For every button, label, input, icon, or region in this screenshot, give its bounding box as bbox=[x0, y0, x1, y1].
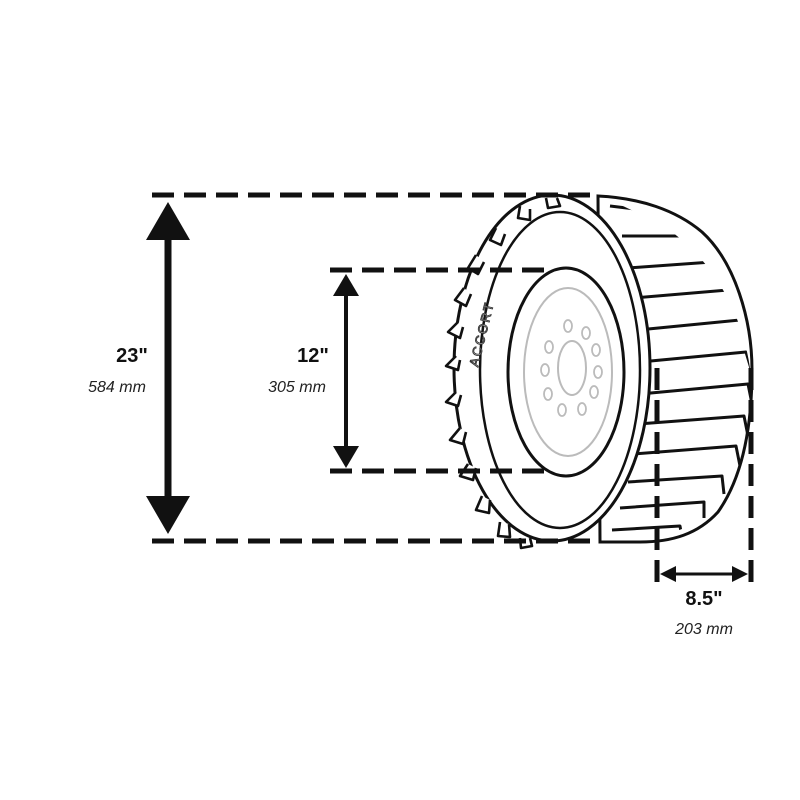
arrowhead-right bbox=[732, 566, 748, 582]
section-width-arrow bbox=[660, 566, 748, 582]
rim-diameter-inches: 12" bbox=[297, 345, 329, 367]
arrowhead-left bbox=[660, 566, 676, 582]
rim-diameter-arrow bbox=[333, 274, 359, 468]
arrowhead-up bbox=[333, 274, 359, 296]
tire-bead-ring bbox=[478, 210, 642, 530]
rim-bolt-holes bbox=[540, 319, 603, 417]
arrowhead-up bbox=[146, 202, 190, 240]
section-width-inches: 8.5" bbox=[685, 588, 722, 610]
overall-diameter-mm: 584 mm bbox=[88, 379, 146, 396]
overall-diameter-arrow bbox=[146, 202, 190, 534]
wheel-rim bbox=[506, 266, 626, 478]
arrowhead-down bbox=[333, 446, 359, 468]
section-width-mm: 203 mm bbox=[674, 621, 733, 638]
overall-diameter-inches: 23" bbox=[116, 345, 148, 367]
arrowhead-down bbox=[146, 496, 190, 534]
tire-illustration: ACCORT bbox=[444, 193, 754, 550]
rim-hub bbox=[557, 340, 587, 396]
dimension-guides bbox=[152, 192, 754, 588]
rim-diameter-mm: 305 mm bbox=[268, 379, 326, 396]
